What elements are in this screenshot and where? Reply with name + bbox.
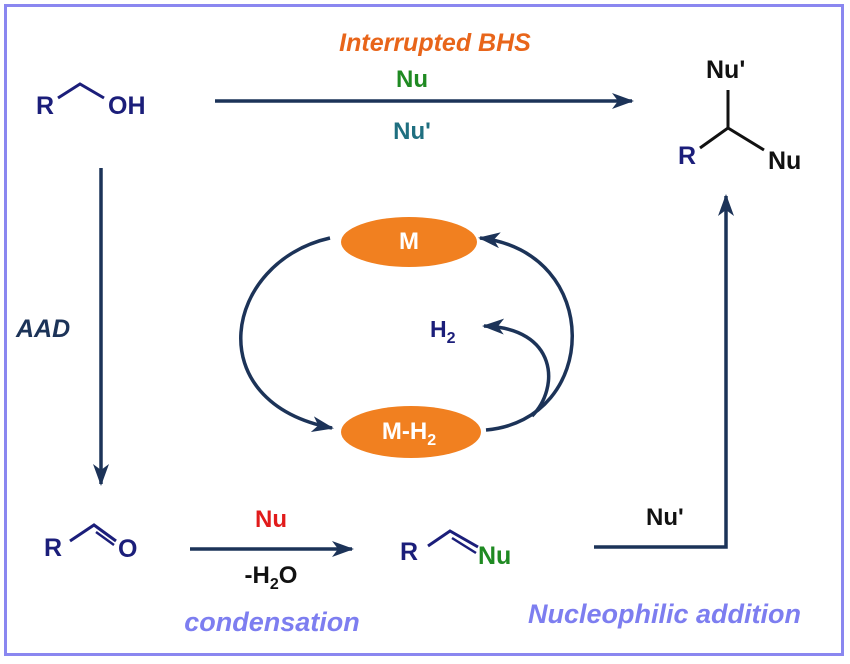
aldehyde-double-bond: [95, 530, 115, 547]
imine-nu-label: Nu: [478, 542, 512, 570]
alcohol-bonds: [57, 82, 105, 100]
product-nu-prime-label: Nu': [706, 56, 746, 84]
top-reagent-nu-prime: Nu': [393, 118, 431, 145]
aldehyde-r-label: R: [44, 534, 63, 562]
aldehyde-bonds: [69, 523, 117, 543]
addition-reagent-nu-prime: Nu': [646, 504, 684, 531]
water-byproduct: -H2O: [244, 562, 298, 593]
interrupted-bhs-title: Interrupted BHS: [339, 29, 531, 57]
h2-label: H2: [430, 316, 456, 347]
condensation-reagent-nu: Nu: [255, 506, 287, 533]
imine-double-bond: [451, 536, 477, 555]
imine-r-label: R: [400, 538, 419, 566]
h2-release-arrow: [482, 318, 551, 418]
alcohol-r-label: R: [36, 92, 55, 120]
product-nu-label: Nu: [768, 147, 802, 175]
aldehyde-o-label: O: [118, 535, 138, 563]
metal-ellipse: [341, 217, 477, 267]
product-bonds: [699, 90, 765, 152]
metal-hydride-label: M-H2: [381, 418, 437, 449]
alcohol-oh-label: OH: [108, 92, 146, 120]
condensation-label: condensation: [184, 607, 360, 637]
imine-bonds: [427, 529, 479, 549]
aad-label: AAD: [16, 315, 71, 343]
nucleophilic-addition-label: Nucleophilic addition: [528, 599, 802, 629]
metal-label: M: [399, 228, 419, 255]
top-reagent-nu: Nu: [396, 66, 428, 93]
hydride-ellipse: [341, 406, 481, 458]
cycle-arrow-left: [239, 236, 334, 433]
addition-arrow: [594, 194, 734, 549]
product-r-label: R: [678, 142, 697, 170]
cycle-arrow-right: [478, 232, 574, 432]
